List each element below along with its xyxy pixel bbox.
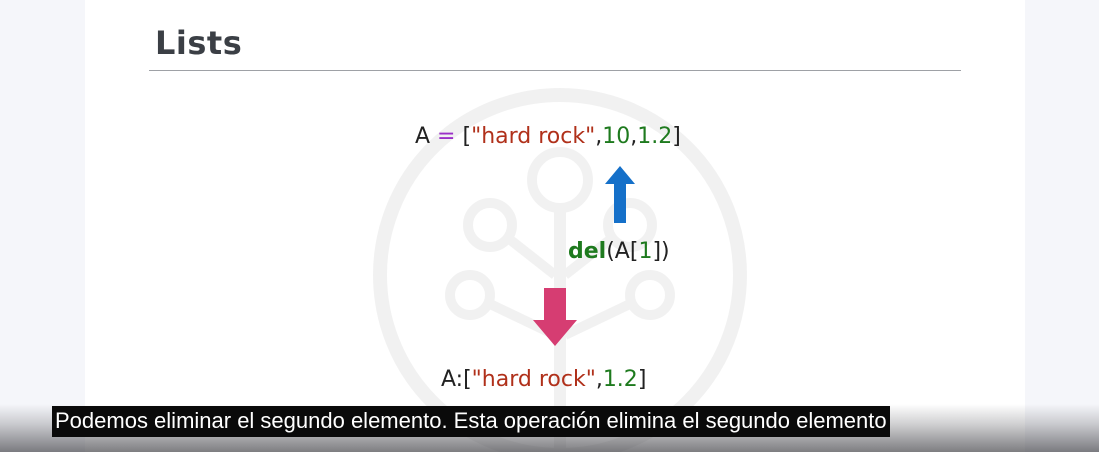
arrow-down-icon — [533, 288, 577, 346]
result-close-bracket: ] — [637, 367, 647, 392]
float-element: 1.2 — [637, 124, 673, 149]
slide: Lists A = ["hard rock",10,1.2] del(A[1])… — [85, 0, 1025, 452]
assign-operator: = — [430, 124, 463, 149]
variable-name: A — [415, 124, 431, 149]
comma: , — [595, 367, 603, 392]
del-open: (A[ — [606, 239, 639, 264]
title-divider — [149, 70, 961, 71]
open-bracket: [ — [462, 124, 472, 149]
comma: , — [630, 124, 638, 149]
slide-title: Lists — [155, 24, 243, 62]
result-float-element: 1.2 — [602, 367, 638, 392]
comma: , — [595, 124, 603, 149]
del-statement: del(A[1]) — [568, 241, 670, 263]
close-bracket: ] — [672, 124, 681, 149]
result-list: A:["hard rock",1.2] — [441, 369, 646, 391]
result-prefix: A:[ — [441, 367, 472, 392]
del-close: ]) — [652, 239, 670, 264]
arrow-up-icon — [605, 166, 635, 223]
del-keyword: del — [568, 239, 607, 264]
int-element: 10 — [602, 124, 631, 149]
result-string-element: "hard rock" — [471, 367, 596, 392]
caption-text: Podemos eliminar el segundo elemento. Es… — [52, 406, 890, 437]
string-element: "hard rock" — [471, 124, 596, 149]
list-assignment: A = ["hard rock",10,1.2] — [415, 126, 681, 148]
del-index: 1 — [638, 239, 653, 264]
